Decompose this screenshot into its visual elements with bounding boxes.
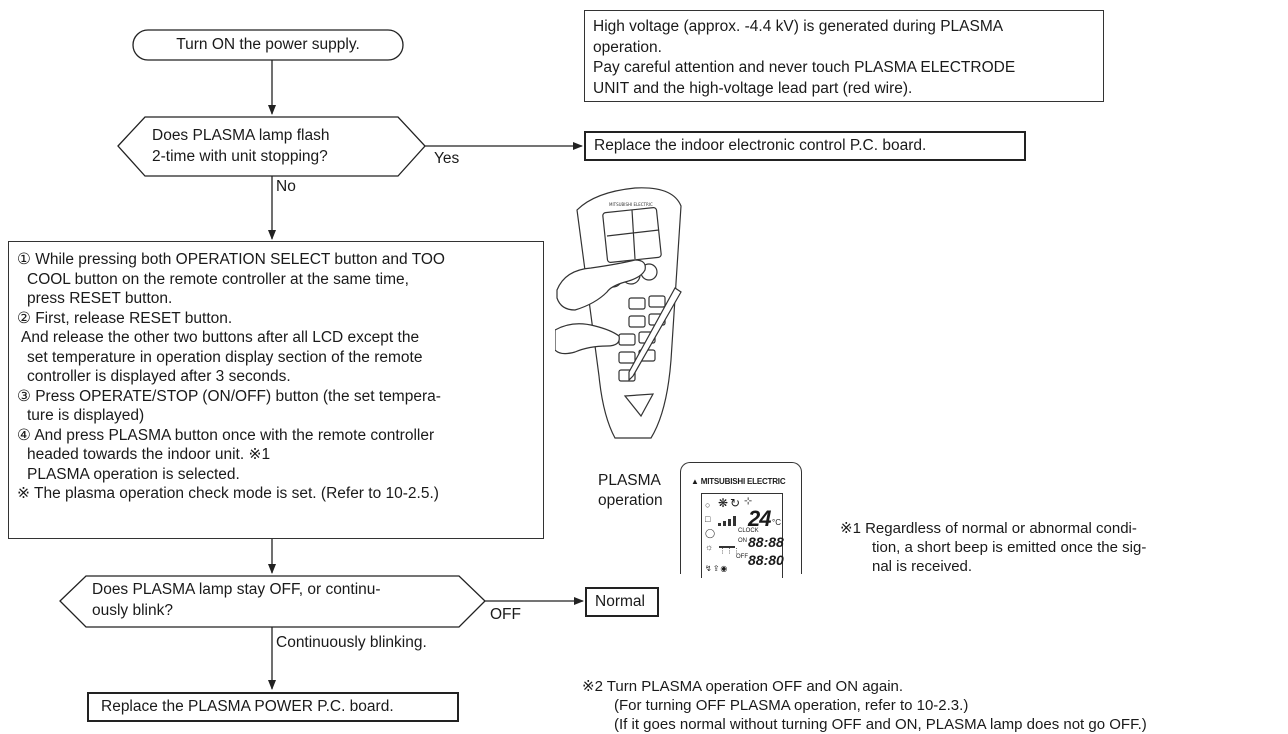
plasma-operation-caption: operation [598,492,663,509]
warning-line: High voltage (approx. -4.4 kV) is genera… [593,18,1004,35]
swirl-icon: ↻ [730,496,741,510]
footnote-1: ※1 Regardless of normal or abnormal cond… [840,519,1146,576]
reset-procedure-steps-box: ① While pressing both OPERATION SELECT b… [8,241,544,539]
footnote-1-line: tion, a short beep is emitted once the s… [872,539,1147,556]
step-line: controller is displayed after 3 seconds. [27,368,291,385]
replace-indoor-board-box: Replace the indoor electronic control P.… [584,131,1026,161]
remote-controller-illustration: MITSUBISHI ELECTRIC [555,187,682,439]
footnote-1-line: nal is received. [872,558,973,575]
normal-result-box: Normal [585,587,659,617]
clock-label: CLOCK [738,528,759,534]
decision1-line: 2-time with unit stopping? [152,148,328,165]
replace-indoor-board-label: Replace the indoor electronic control P.… [594,137,927,154]
step-line: COOL button on the remote controller at … [27,270,409,288]
warning-line: operation. [593,38,662,56]
cool-mode-icon: □ [705,514,711,524]
decision2-blink-label: Continuously blinking. [276,634,427,651]
step-line: PLASMA operation is selected. [27,465,240,483]
step-line: ④ And press PLASMA button once with the … [17,426,435,444]
heat-mode-icon: ☼ [705,542,714,552]
footnote-2-line: ※2 Turn PLASMA operation OFF and ON agai… [582,678,904,695]
decision2-line: Does PLASMA lamp stay OFF, or continu- [92,581,381,598]
timer-on-label: ON [738,538,747,544]
footnote-2-line: (If it goes normal without turning OFF a… [614,716,1147,733]
start-terminator-shape [132,29,404,61]
step-line: ② First, release RESET button. [17,309,233,327]
fan-speed-bars-icon [718,516,740,526]
step-line: ③ Press OPERATE/STOP (ON/OFF) button (th… [17,387,441,405]
replace-power-board-label: Replace the PLASMA POWER P.C. board. [101,698,394,715]
step-line: headed towards the indoor unit. ※1 [27,446,271,463]
plasma-operation-caption: PLASMA [598,472,661,489]
footnote-1-line: ※1 Regardless of normal or abnormal cond… [840,520,1137,537]
step-line: ture is displayed) [27,407,145,424]
plasma-indicator-icon: ⋮⋮⋮ [719,546,740,558]
timer-off-label: OFF [736,554,748,560]
remote-brand-text: MITSUBISHI ELECTRIC [609,202,653,207]
warning-line: Pay careful attention and never touch PL… [593,59,1016,76]
bottom-status-icons: ↯⇪◉ [705,564,729,573]
step-line: ※ The plasma operation check mode is set… [17,485,439,502]
high-voltage-warning-box: High voltage (approx. -4.4 kV) is genera… [584,10,1104,102]
set-temperature-value: 24 [748,506,772,531]
step-line: And release the other two buttons after … [21,329,420,346]
clock-time-value: 88:88 [748,534,784,550]
decision2-line: ously blink? [92,602,173,619]
thermometer-icon: ⊹ [744,496,753,507]
step-line: press RESET button. [27,290,173,307]
dry-mode-icon: ◯ [705,528,716,538]
lcd-display: ○ □ ◯ ☼ ❋ ↻ ⊹ 24 °C CLOCK ON 88:88 OFF 8… [701,493,784,578]
step-line: ① While pressing both OPERATION SELECT b… [17,251,445,268]
step-line: set temperature in operation display sec… [27,348,423,366]
decision1-no-label: No [276,178,296,195]
decision2-off-label: OFF [490,606,521,623]
decision1-yes-label: Yes [434,150,460,167]
replace-power-board-box: Replace the PLASMA POWER P.C. board. [87,692,459,722]
footnote-2: ※2 Turn PLASMA operation OFF and ON agai… [582,677,1147,734]
temperature-unit: °C [772,518,781,527]
footnote-2-line: (For turning OFF PLASMA operation, refer… [614,697,969,714]
normal-result-label: Normal [595,593,645,610]
decision1-line: Does PLASMA lamp flash [152,127,330,144]
mitsubishi-logo-icon: ▲ [691,477,699,486]
remote-lcd-panel: ▲ MITSUBISHI ELECTRIC ○ □ ◯ ☼ ❋ ↻ ⊹ 24 °… [680,462,802,578]
warning-line: UNIT and the high-voltage lead part (red… [593,79,913,97]
start-terminator-label: Turn ON the power supply. [176,36,360,53]
mode-icons-column: ○ □ ◯ ☼ [705,498,715,554]
timer-time-value: 88:80 [748,552,784,568]
auto-mode-icon: ○ [705,500,711,510]
remote-brand-label: ▲ MITSUBISHI ELECTRIC [691,477,786,486]
fan-icon: ❋ [718,496,729,510]
